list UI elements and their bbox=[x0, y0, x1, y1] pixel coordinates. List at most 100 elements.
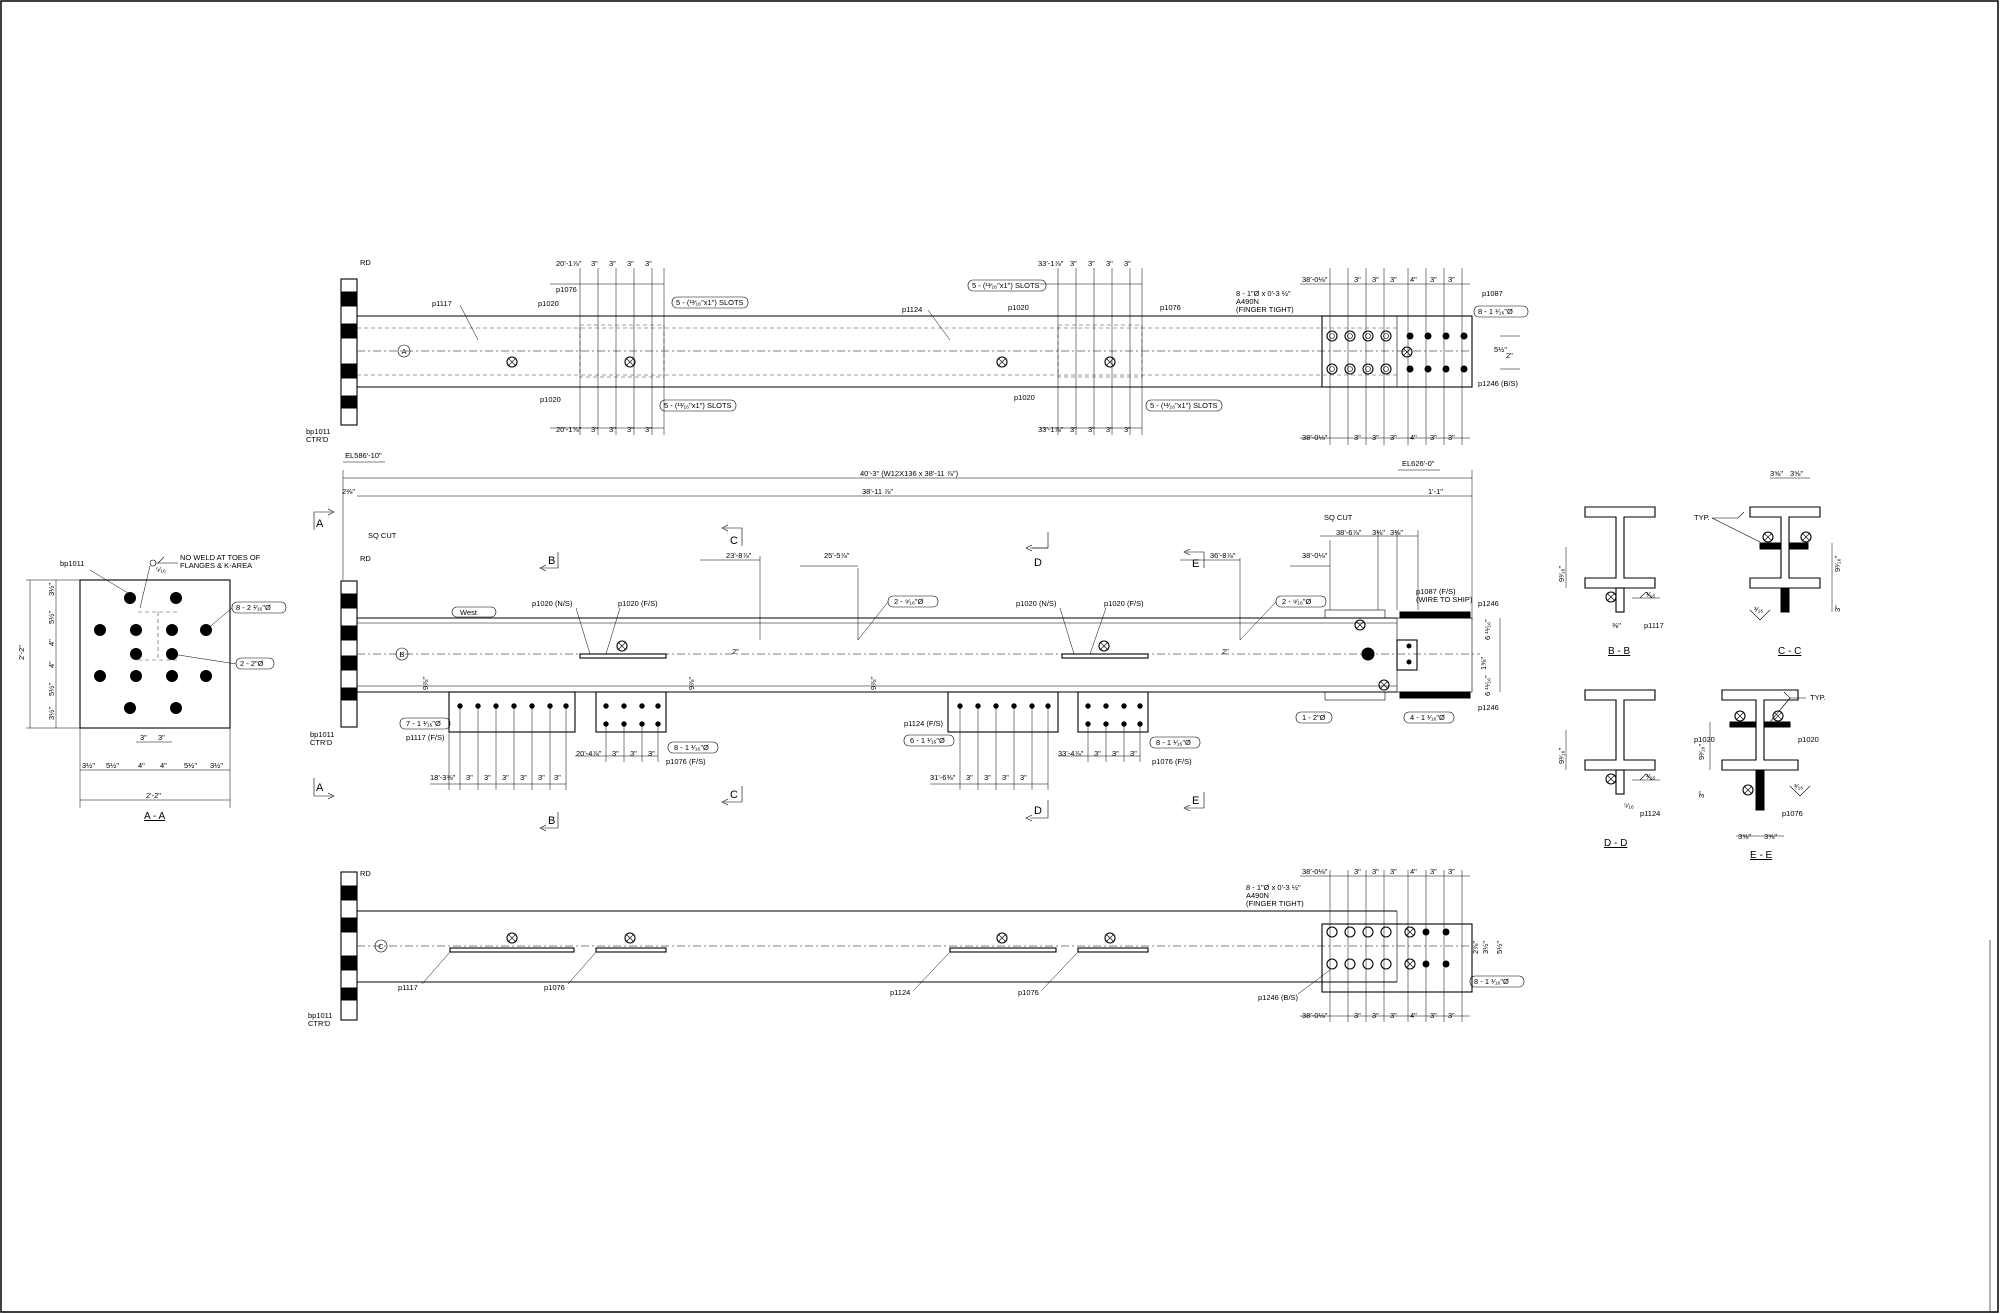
height-dim: 2'-2" bbox=[17, 645, 26, 660]
part-label: p1124 bbox=[902, 305, 922, 314]
svg-text:A: A bbox=[316, 518, 324, 530]
vdim-text: 5½" bbox=[1494, 345, 1507, 354]
weld-marks bbox=[506, 356, 1116, 368]
section-title: A - A bbox=[144, 811, 165, 822]
mid-dim: 3" bbox=[158, 733, 165, 742]
weld-note: NO WELD AT TOES OF bbox=[180, 553, 261, 562]
right-length-dim: 1'-1" bbox=[1428, 487, 1443, 496]
hole-callout-box bbox=[1473, 305, 1529, 318]
part-label: p1124 (F/S) bbox=[904, 719, 944, 728]
dim-text: 20'-1⅞" bbox=[556, 259, 582, 268]
dim-lines bbox=[1300, 870, 1470, 1022]
bolt-note: A490N bbox=[1236, 297, 1259, 306]
dim-lines bbox=[430, 530, 1419, 790]
end-plate-label: bp1011 bbox=[306, 427, 330, 436]
rd-label: RD bbox=[360, 869, 371, 878]
dim-text: 3" bbox=[502, 773, 509, 782]
vdim-text: 2⅞" bbox=[1471, 941, 1480, 954]
v-dim: 3½" bbox=[47, 583, 56, 596]
dim-text: 3" bbox=[1430, 867, 1437, 876]
bolt-group-solid bbox=[1404, 926, 1450, 970]
vdim-text: 6 ¹¹⁄₁₆" bbox=[1483, 619, 1492, 640]
part-label: p1117 (F/S) bbox=[406, 733, 445, 742]
weld-size: ³⁄₁₆ bbox=[1646, 772, 1655, 781]
dim-text: 33'-1⅞" bbox=[1038, 259, 1064, 268]
hole-note: 1 - 2"Ø bbox=[1302, 713, 1326, 722]
bolt-group-open bbox=[1326, 926, 1392, 970]
dim-text: 3" bbox=[1448, 1011, 1455, 1020]
typ-label: TYP. bbox=[1810, 693, 1826, 702]
dim-text: 3⅝" bbox=[1770, 469, 1783, 478]
dim-text: 23'-8⅞" bbox=[726, 551, 752, 560]
end-plate-label: bp1011 bbox=[308, 1011, 332, 1020]
rd-label: RD bbox=[360, 258, 371, 267]
dim-text: 38'-0⅛" bbox=[1302, 551, 1328, 560]
width-dim: 2'-2" bbox=[146, 791, 161, 800]
part-label: p1076 bbox=[1782, 809, 1803, 818]
h-dim: 3½" bbox=[82, 761, 95, 770]
dim-text: 3" bbox=[627, 425, 634, 434]
hole-callout: 8 - 2 ¹⁄₁₆"Ø bbox=[236, 603, 271, 612]
dim-text: 38'-0⅛" bbox=[1302, 867, 1328, 876]
gap-dim: ⁵⁄₁₆ bbox=[1624, 801, 1634, 810]
v-dim: 5½" bbox=[47, 611, 56, 624]
end-plate-bar bbox=[340, 395, 358, 409]
dim-text: 31'-6⅜" bbox=[930, 773, 956, 782]
dim-text: 3" bbox=[1448, 433, 1455, 442]
dim-text: 3" bbox=[554, 773, 561, 782]
slot-callout: 5 - (¹³⁄₁₆"x1") SLOTS bbox=[676, 298, 744, 307]
section-title: C - C bbox=[1778, 646, 1801, 657]
dim-text: 3" bbox=[1372, 867, 1379, 876]
vdim: 9³⁄₁₆" bbox=[1697, 744, 1706, 760]
dim-text: 4" bbox=[1410, 1011, 1417, 1020]
dim-text: 3" bbox=[648, 749, 655, 758]
vdim-text: 6 ¹¹⁄₁₆" bbox=[1483, 675, 1492, 696]
bolt-note: (FINGER TIGHT) bbox=[1246, 899, 1304, 908]
vdim-text: 9⅞" bbox=[421, 677, 430, 690]
dim-text: 3" bbox=[1130, 749, 1137, 758]
h-dim: 3½" bbox=[210, 761, 223, 770]
section-title: E - E bbox=[1750, 850, 1773, 861]
hole-callout-box bbox=[887, 595, 939, 608]
hole-note: 4 - 1 ¹⁄₁₆"Ø bbox=[1410, 713, 1445, 722]
vdim-text: 5½" bbox=[1495, 941, 1504, 954]
vdim-text: 3½" bbox=[1481, 941, 1490, 954]
part-label: p1117 bbox=[398, 983, 418, 992]
hole-callout: 2 - ⁹⁄₁₆"Ø bbox=[894, 597, 924, 606]
part-label: p1246 (B/S) bbox=[1258, 993, 1299, 1002]
hole-callout-box bbox=[1275, 595, 1327, 608]
part-label: p1124 bbox=[1640, 809, 1660, 818]
dim-text: 4" bbox=[1410, 867, 1417, 876]
slot-callout-box bbox=[967, 279, 1047, 292]
end-plate-top bbox=[340, 278, 358, 426]
grid-bubble bbox=[395, 647, 409, 661]
dim-text: 3" bbox=[1354, 275, 1361, 284]
bottom-view: RD bp1011 CTR'D C bbox=[308, 867, 1525, 1028]
plate-p1076b bbox=[1077, 691, 1149, 733]
dim-text: 38'-6⅞" bbox=[1336, 528, 1362, 537]
dim-text: 20'-4⅞" bbox=[576, 749, 602, 758]
dim-text: 3" bbox=[1390, 867, 1397, 876]
part-label: p1124 bbox=[890, 988, 910, 997]
part-label: p1246 bbox=[1478, 599, 1499, 608]
plate-p1076 bbox=[595, 691, 667, 733]
slot-callout-box bbox=[671, 296, 749, 309]
dim-text: 3" bbox=[1112, 749, 1119, 758]
slot-callout: 5 - (¹³⁄₁₆"x1") SLOTS bbox=[664, 401, 732, 410]
sq-cut-left: SQ CUT bbox=[368, 531, 397, 540]
slot-callout-box bbox=[1145, 399, 1223, 412]
svg-text:E: E bbox=[1192, 558, 1199, 570]
dim-text: 3" bbox=[1354, 433, 1361, 442]
dim-text: 3" bbox=[1106, 425, 1113, 434]
section-bb: 9³⁄₁₆" ³⁄₁₆ ⅜" p1117 B - B bbox=[1557, 506, 1664, 657]
dim-text: 3" bbox=[1430, 275, 1437, 284]
section-cut-b: B B bbox=[539, 552, 559, 832]
dim-text: 3" bbox=[1372, 433, 1379, 442]
dim-text: 20'-1⅞" bbox=[556, 425, 582, 434]
slot-callout: 5 - (¹³⁄₁₆"x1") SLOTS bbox=[972, 281, 1040, 290]
dim-text: 3" bbox=[1390, 1011, 1397, 1020]
part-label: p1076 (F/S) bbox=[666, 757, 706, 766]
dim-text: 33'-1⅞" bbox=[1038, 425, 1064, 434]
weld-marks bbox=[506, 932, 1116, 944]
dim-text: 4" bbox=[1410, 275, 1417, 284]
